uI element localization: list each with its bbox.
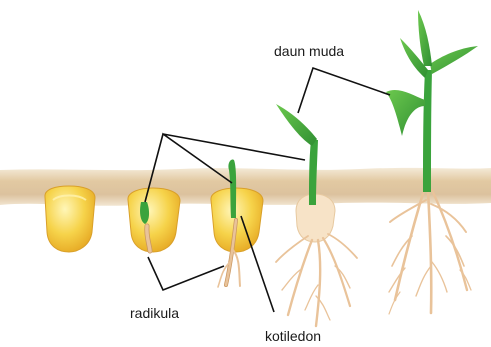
leader-radicle [148,257,224,290]
kernel-stage-1 [45,186,95,252]
label-daun-muda: daun muda [274,43,344,59]
kernel-stage-2 [128,188,180,252]
label-radikula: radikula [130,305,179,321]
leader-young-leaf [298,68,390,113]
seedling-stage-5 [386,10,478,314]
seedling-stage-4 [276,104,357,326]
label-kotiledon: kotiledon [265,328,321,344]
